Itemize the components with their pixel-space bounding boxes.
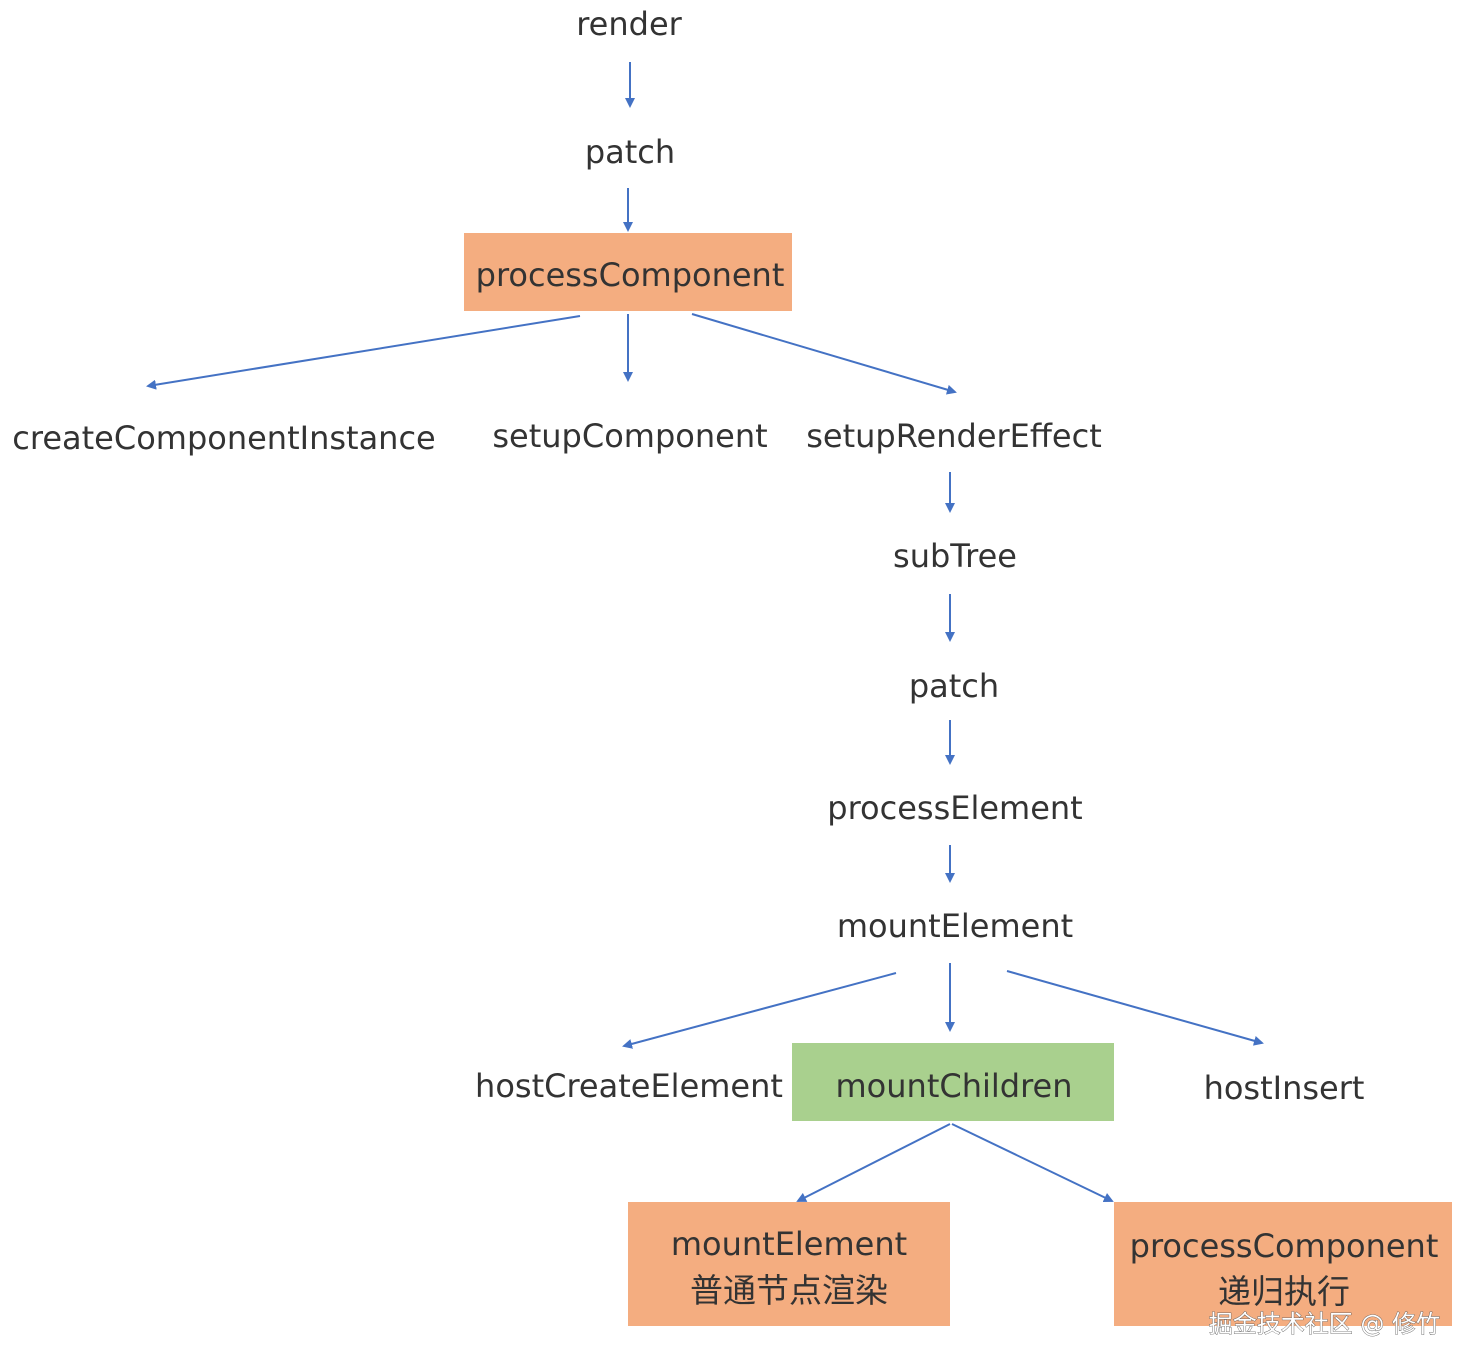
child-process-component-box bbox=[1114, 1202, 1452, 1326]
process-component-box bbox=[464, 233, 792, 311]
node-host-create-element: hostCreateElement bbox=[475, 1067, 783, 1105]
node-process-element: processElement bbox=[827, 789, 1082, 827]
node-render: render bbox=[576, 5, 682, 43]
arrow-to-child-process-component bbox=[951, 1123, 1114, 1203]
arrow-to-host-create-element bbox=[622, 972, 897, 1049]
node-process-component: processComponent bbox=[476, 256, 785, 294]
arrow-to-host-insert bbox=[1006, 970, 1264, 1046]
node-mount-children: mountChildren bbox=[836, 1067, 1073, 1105]
node-create-component-instance: createComponentInstance bbox=[12, 419, 435, 457]
node-patch-inner: patch bbox=[909, 667, 999, 705]
node-setup-component: setupComponent bbox=[492, 417, 767, 455]
node-child-mount-element-line2: 普通节点渲染 bbox=[690, 1271, 888, 1310]
node-child-process-component-line2: 递归执行 bbox=[1218, 1272, 1350, 1311]
node-child-mount-element-line1: mountElement bbox=[671, 1225, 907, 1263]
arrow-to-child-mount-element bbox=[796, 1123, 951, 1202]
child-mount-element-box bbox=[628, 1202, 950, 1326]
mount-children-box bbox=[792, 1043, 1114, 1121]
watermark: 掘金技术社区 @ 修竹 bbox=[1209, 1310, 1440, 1338]
node-child-process-component-line1: processComponent bbox=[1130, 1227, 1439, 1265]
node-patch-top: patch bbox=[585, 133, 675, 171]
node-sub-tree: subTree bbox=[893, 537, 1017, 575]
arrow-to-create-component-instance bbox=[146, 315, 581, 390]
node-mount-element: mountElement bbox=[837, 907, 1073, 945]
node-host-insert: hostInsert bbox=[1204, 1069, 1365, 1107]
arrow-to-setup-render-effect bbox=[691, 313, 957, 395]
node-setup-render-effect: setupRenderEffect bbox=[806, 417, 1102, 455]
